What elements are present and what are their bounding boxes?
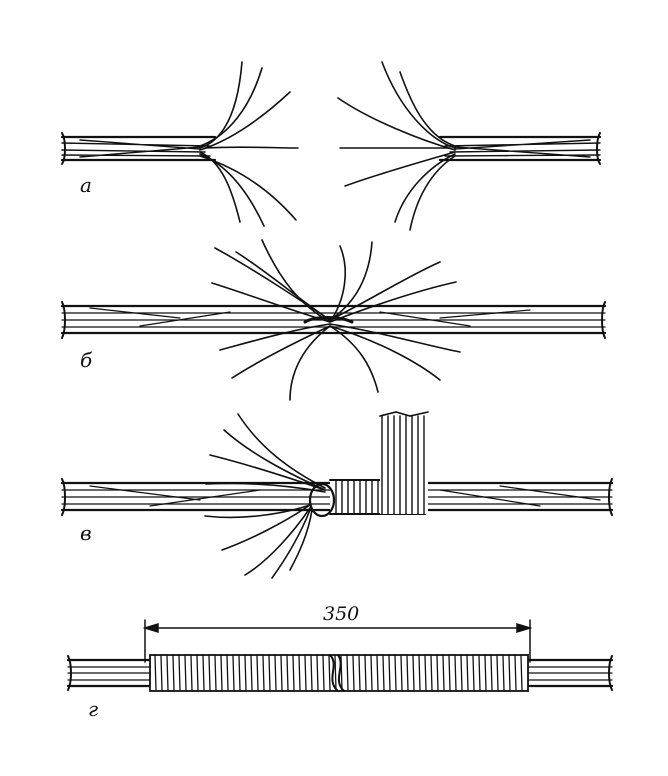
panel-a-right-cable: [438, 132, 602, 165]
panel-a-left-cable: [60, 132, 217, 165]
panel-b-left-strands: [211, 239, 331, 401]
panel-v-label: в: [80, 521, 92, 545]
panel-g: 350 г: [66, 603, 614, 721]
panel-v-binding-wrap: [308, 411, 429, 518]
panel-g-dimension-line: [142, 619, 533, 663]
panel-v: в: [60, 411, 614, 579]
panel-a-label: а: [80, 173, 92, 197]
panel-a-left-strands: [199, 61, 299, 227]
panel-v-strands: [204, 413, 326, 579]
panel-g-binding: [149, 654, 529, 692]
panel-g-label: г: [88, 697, 98, 721]
panel-a-right-strands: [337, 61, 456, 231]
panel-b: б: [60, 239, 607, 401]
panel-b-cable: [60, 301, 607, 339]
dimension-value: 350: [323, 603, 359, 625]
panel-a: а: [60, 61, 602, 231]
panel-b-right-strands: [329, 241, 461, 393]
panel-b-label: б: [80, 348, 93, 372]
